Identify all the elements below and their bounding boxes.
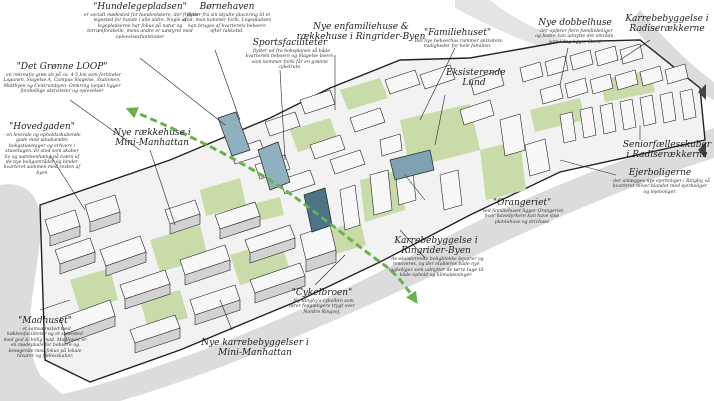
building	[419, 64, 456, 90]
label-description: - de eksisterende boligblokke bevarer og…	[388, 257, 484, 279]
buildings	[44, 43, 697, 354]
label-hovedgaden: "Hovedgaden" - en levende og opholdsskab…	[2, 122, 82, 176]
label-orangeriet: "Orangeriet" - ved familiehuset ligger O…	[476, 198, 568, 225]
label-sportsfaciliteter: Sportsfaciliteter - flytter ud fra boksp…	[244, 38, 336, 71]
label-description: - er socialt mødested for hundeelskere, …	[80, 13, 200, 40]
building	[524, 138, 551, 177]
leader-lines	[39, 39, 651, 331]
building	[579, 106, 597, 139]
label-karrebebyggelse-ringrider: Karrebebyggelse i Ringrider-Byen - de ek…	[388, 236, 484, 279]
label-description: - der anlægges nye ejerboliger i Ringby,…	[610, 179, 710, 195]
label-title: Karrebebyggelse i Radiserækkerne	[625, 14, 709, 34]
label-nye-enfamiliehuse: Nye enfamiliehuse & rækkehuse i Ringride…	[296, 22, 426, 42]
label-title: Nye karrebebyggelser i Mini-Manhattan	[201, 338, 309, 358]
building	[134, 327, 181, 354]
green-space	[340, 78, 388, 110]
label-title: Nye enfamiliehuse & rækkehuse i Ringride…	[296, 22, 426, 42]
green-space	[70, 268, 118, 312]
label-title: "Familiehuset"	[424, 28, 491, 38]
label-seniorfaellesskaber: Seniorfællesskaber i Radiserækkerne	[622, 140, 712, 160]
building	[664, 63, 689, 85]
label-title: "Hovedgaden"	[9, 122, 75, 132]
building	[459, 99, 495, 126]
label-description: - flytter ud fra boksplanen så både kvar…	[245, 49, 335, 71]
label-gronne-loop: "Det Grønne LOOP" - en rekreativ grøn st…	[2, 62, 122, 95]
building	[564, 77, 589, 99]
building	[679, 88, 697, 121]
label-description: - ved familiehuset ligger Orangeriet, hv…	[479, 209, 565, 225]
label-title: Ejerboligerne	[628, 168, 692, 178]
direction-arrow	[698, 84, 706, 100]
label-nye-dobbelhuse: Nye dobbelhuse - der opfører flere famil…	[535, 18, 615, 45]
label-ejerboligerne: Ejerboligerne - der anlægges nye ejerbol…	[610, 168, 710, 195]
building	[659, 91, 677, 124]
ring-road-south	[60, 128, 714, 401]
label-title: Karrebebyggelse i Ringrider-Byen	[394, 236, 478, 256]
building	[544, 55, 569, 77]
building	[589, 73, 614, 95]
label-title: Seniorfællesskaber i Radiserækkerne	[622, 140, 712, 160]
building	[499, 113, 526, 157]
green-space	[480, 140, 526, 200]
building	[64, 315, 116, 345]
label-cykelbroen: "Cykelbroen" - Ny Ringby's cykelbro som …	[284, 288, 360, 315]
direction-arrow	[698, 142, 706, 158]
label-title: "Cykelbroen"	[291, 288, 353, 298]
label-hundelegepladsen: "Hundelegepladsen" - er socialt mødested…	[80, 2, 200, 40]
label-title: Nye dobbelhuse	[538, 18, 612, 28]
ring-road-west	[0, 184, 70, 401]
label-title: "Orangeriet"	[492, 198, 552, 208]
label-familiehuset: "Familiehuset" - Det nye beboerhus rumme…	[410, 28, 505, 50]
label-description: - en rekreativ grøn sti på ca. 4-5 km so…	[3, 73, 121, 95]
road-north-east	[630, 10, 714, 100]
label-nye-raekkehuse: Nye rækkehuse i Mini-Manhattan	[102, 128, 202, 148]
building	[59, 251, 96, 275]
label-description: - Det nye beboerhus rummer aktivitets-mu…	[411, 39, 504, 50]
building	[539, 83, 564, 105]
building	[639, 94, 657, 127]
label-nye-karrebebyggelser: Nye karrebebyggelser i Mini-Manhattan	[200, 338, 310, 358]
building	[89, 211, 121, 233]
building	[384, 69, 421, 95]
label-title: Eksisterende Lund	[446, 68, 506, 88]
building	[194, 299, 241, 326]
label-title: "Madhuset"	[18, 316, 72, 326]
label-title: Sportsfaciliteter	[252, 38, 328, 48]
label-title: "Hundelegepladsen"	[93, 2, 187, 12]
building	[369, 169, 393, 216]
building	[519, 61, 544, 83]
green-space	[530, 98, 585, 132]
green-loop-path	[125, 107, 418, 304]
label-title: Børnehaven	[199, 2, 255, 12]
building	[49, 225, 81, 247]
building	[469, 69, 505, 96]
label-description: - Ny Ringby's cykelbro som fører fodgæng…	[289, 299, 355, 315]
building	[439, 169, 463, 211]
label-bornehaven: Børnehaven - flytter fra sin skjulte pla…	[182, 2, 272, 35]
building	[614, 69, 639, 91]
building	[559, 111, 577, 144]
label-eksisterende-lund: Eksisterende Lund	[446, 68, 506, 88]
label-title: "Det Grønne LOOP"	[16, 62, 108, 72]
label-description: - der opfører flere familieboliger og be…	[535, 29, 615, 45]
building	[594, 45, 619, 67]
label-karrebebyggelse-radiserakkerne: Karrebebyggelse i Radiserækkerne	[622, 14, 712, 34]
label-description: - flytter fra sin skjulte placering til …	[182, 13, 272, 35]
label-title: Nye rækkehuse i Mini-Manhattan	[113, 128, 191, 148]
building	[599, 102, 617, 135]
building	[619, 43, 644, 65]
label-description: - en levende og opholdsskabende gade med…	[3, 133, 81, 176]
building	[619, 98, 637, 131]
label-madhuset: "Madhuset" - et samværssted med køkkenfa…	[2, 316, 88, 359]
building	[569, 49, 594, 71]
building	[639, 65, 664, 87]
label-description: - et samværssted med køkkenfaciliteter o…	[3, 327, 87, 360]
